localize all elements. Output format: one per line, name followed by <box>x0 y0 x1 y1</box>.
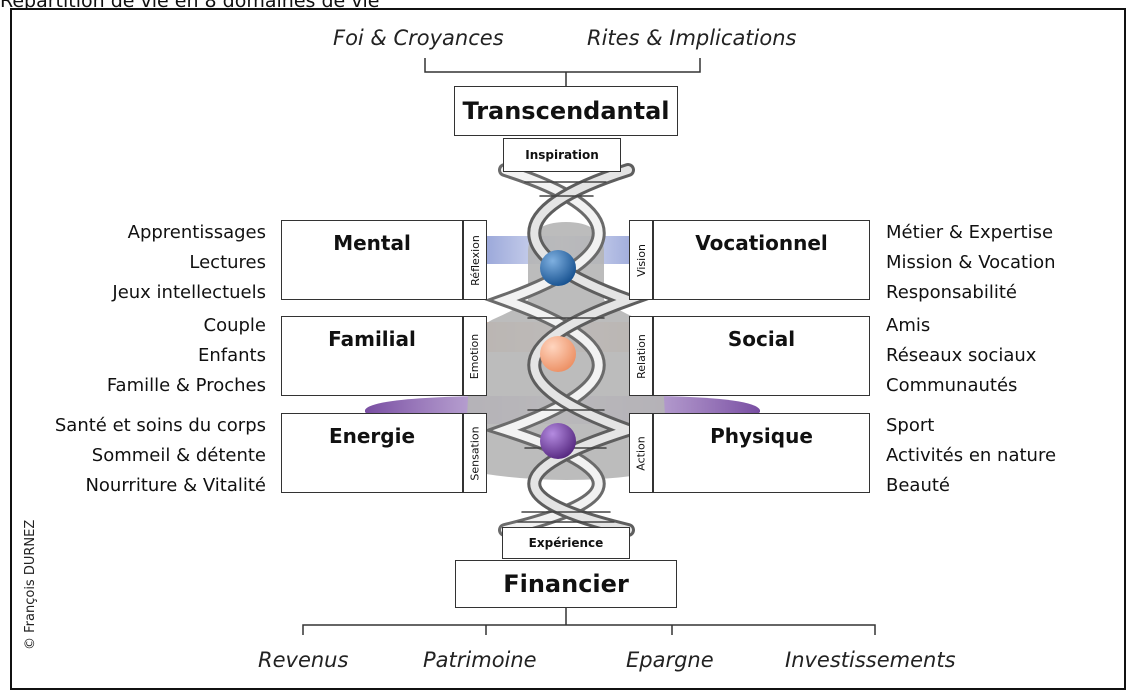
vision-tab: Vision <box>629 220 653 300</box>
list-item: Responsabilité <box>886 282 1017 303</box>
sensation-label: Sensation <box>468 425 482 481</box>
patrimoine-label: Patrimoine <box>423 648 537 672</box>
list-item: Métier & Expertise <box>886 222 1054 243</box>
list-item: Lectures <box>189 252 266 273</box>
energie-box: Energie <box>281 413 463 493</box>
list-item: Activités en nature <box>886 445 1057 466</box>
list-item: Santé et soins du corps <box>54 415 266 436</box>
foi-croyances-label: Foi & Croyances <box>333 26 504 50</box>
mental-items: Apprentissages Lectures Jeux intellectue… <box>112 218 266 308</box>
inspiration-box: Inspiration <box>503 138 621 172</box>
energie-ball <box>540 423 576 459</box>
list-item: Couple <box>203 315 267 336</box>
experience-box: Expérience <box>502 527 630 559</box>
vision-label: Vision <box>634 243 648 277</box>
sensation-tab: Sensation <box>463 413 487 493</box>
list-item: Mission & Vocation <box>886 252 1056 273</box>
action-label: Action <box>634 435 648 471</box>
familial-ball <box>540 336 576 372</box>
relation-label: Relation <box>634 333 648 379</box>
physique-items: Sport Activités en nature Beauté <box>886 411 1056 501</box>
list-item: Enfants <box>198 345 266 366</box>
list-item: Beauté <box>886 475 950 496</box>
physique-box: Physique <box>653 413 870 493</box>
emotion-label: Emotion <box>468 333 482 379</box>
energie-items: Santé et soins du corps Sommeil & détent… <box>55 411 266 501</box>
list-item: Sport <box>886 415 935 436</box>
reflexion-label: Réflexion <box>468 234 482 286</box>
vocationnel-title: Vocationnel <box>695 231 828 255</box>
list-item: Nourriture & Vitalité <box>85 475 266 496</box>
familial-items: Couple Enfants Famille & Proches <box>107 311 266 401</box>
list-item: Communautés <box>886 375 1018 396</box>
list-item: Jeux intellectuels <box>112 282 266 303</box>
familial-title: Familial <box>328 327 416 351</box>
relation-tab: Relation <box>629 316 653 396</box>
reflexion-tab: Réflexion <box>463 220 487 300</box>
copyright-text: © François DURNEZ <box>23 519 38 650</box>
action-tab: Action <box>629 413 653 493</box>
list-item: Apprentissages <box>127 222 266 243</box>
physique-title: Physique <box>710 424 813 448</box>
list-item: Réseaux sociaux <box>886 345 1037 366</box>
dna-helix-icon <box>483 163 650 537</box>
vocationnel-items: Métier & Expertise Mission & Vocation Re… <box>886 218 1056 308</box>
familial-box: Familial <box>281 316 463 396</box>
transcendantal-box: Transcendantal <box>454 86 678 136</box>
cropped-header-text: Répartition de vie en 8 domaines de vie <box>0 0 620 8</box>
rites-implications-label: Rites & Implications <box>587 26 797 50</box>
top-connector <box>424 58 701 86</box>
social-box: Social <box>653 316 870 396</box>
financier-box: Financier <box>455 560 677 608</box>
epargne-label: Epargne <box>626 648 714 672</box>
list-item: Famille & Proches <box>106 375 266 396</box>
mental-box: Mental <box>281 220 463 300</box>
vocationnel-box: Vocationnel <box>653 220 870 300</box>
social-items: Amis Réseaux sociaux Communautés <box>886 311 1036 401</box>
diagram-frame <box>10 8 1126 690</box>
bottom-connector <box>302 607 876 635</box>
mental-ball <box>540 250 576 286</box>
emotion-tab: Emotion <box>463 316 487 396</box>
revenus-label: Revenus <box>258 648 349 672</box>
investissements-label: Investissements <box>785 648 956 672</box>
energie-title: Energie <box>328 424 416 448</box>
list-item: Sommeil & détente <box>91 445 266 466</box>
mental-title: Mental <box>333 231 411 255</box>
social-title: Social <box>727 327 796 351</box>
list-item: Amis <box>886 315 931 336</box>
